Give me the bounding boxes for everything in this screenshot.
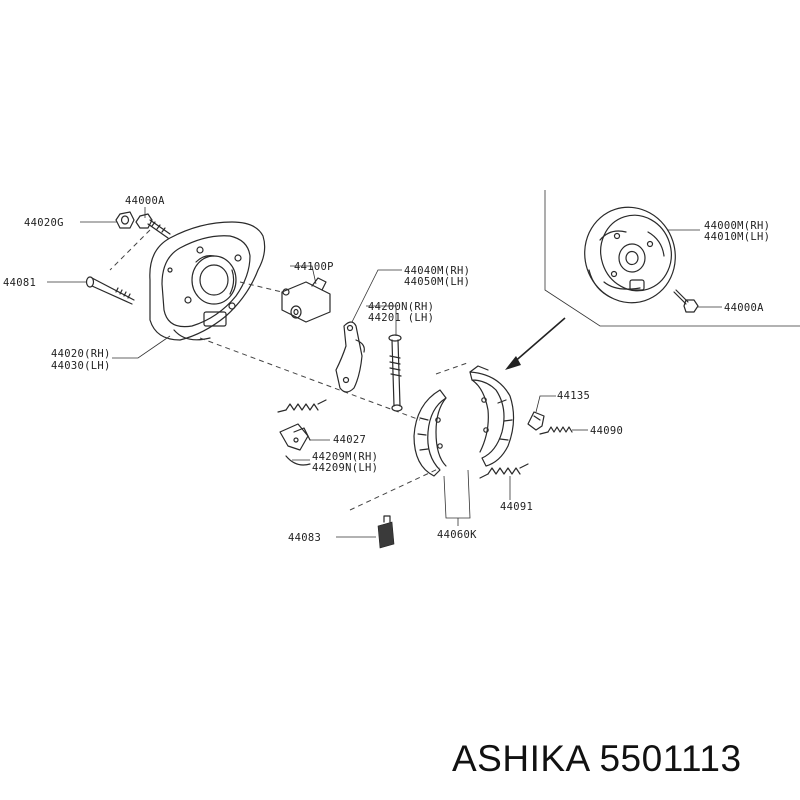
leader-44020 bbox=[112, 335, 171, 359]
leader-44135 bbox=[535, 395, 556, 413]
wheel-cylinder-44100P bbox=[281, 277, 331, 323]
axis-line-1 bbox=[109, 229, 151, 271]
axis-line-5 bbox=[435, 361, 471, 375]
lever-44040M bbox=[335, 321, 365, 393]
label-44100P: 44100P bbox=[294, 261, 334, 273]
inset-brake-assembly bbox=[584, 206, 676, 304]
label-44020G: 44020G bbox=[24, 217, 64, 229]
inset-bolt bbox=[673, 289, 699, 313]
leader-44060K bbox=[443, 469, 471, 526]
leader-44040M bbox=[351, 269, 402, 323]
label-44000A-top: 44000A bbox=[125, 195, 165, 207]
axis-line-2 bbox=[199, 337, 421, 421]
label-44083: 44083 bbox=[288, 532, 321, 544]
leader-44100P bbox=[290, 265, 317, 285]
label-44020: 44020(RH) bbox=[51, 348, 111, 360]
label-44201: 44201 (LH) bbox=[368, 312, 434, 324]
label-44040M: 44040M(RH) bbox=[404, 265, 470, 277]
bolt-44000A bbox=[135, 213, 171, 239]
brand-part-number: ASHIKA 5501113 bbox=[452, 738, 742, 780]
label-44091: 44091 bbox=[500, 501, 533, 513]
nut-44020G bbox=[115, 211, 135, 229]
label-44030: 44030(LH) bbox=[51, 360, 111, 372]
direction-arrow bbox=[505, 317, 566, 370]
spring-44091 bbox=[479, 463, 529, 479]
label-44200N: 44200N(RH) bbox=[368, 301, 434, 313]
label-44010M: 44010M(LH) bbox=[704, 231, 770, 243]
lever-44209M bbox=[279, 423, 311, 466]
label-44060K: 44060K bbox=[437, 529, 477, 541]
label-44209N: 44209N(LH) bbox=[312, 462, 378, 474]
clip-44135 bbox=[527, 411, 545, 431]
leader-44200N bbox=[366, 305, 397, 336]
brake-shoe-front bbox=[413, 389, 447, 477]
spring-44090 bbox=[539, 426, 573, 435]
label-44135: 44135 bbox=[557, 390, 590, 402]
label-44081: 44081 bbox=[3, 277, 36, 289]
label-44027: 44027 bbox=[333, 434, 366, 446]
part-number: 5501113 bbox=[599, 738, 742, 779]
spring-44027 bbox=[277, 399, 327, 413]
label-44000A-right: 44000A bbox=[724, 302, 764, 314]
adjuster-44200N bbox=[388, 334, 403, 412]
inset-frame bbox=[544, 190, 800, 327]
label-44000M: 44000M(RH) bbox=[704, 220, 770, 232]
axis-line-3 bbox=[239, 281, 283, 293]
backing-plate bbox=[149, 221, 266, 341]
label-44050M: 44050M(LH) bbox=[404, 276, 470, 288]
brake-shoe-rear bbox=[469, 365, 515, 467]
bolt-44081 bbox=[85, 276, 135, 305]
clip-44083 bbox=[377, 515, 395, 549]
label-44209M: 44209M(RH) bbox=[312, 451, 378, 463]
axis-line-4 bbox=[349, 467, 441, 511]
label-44090: 44090 bbox=[590, 425, 623, 437]
brand-name: ASHIKA bbox=[452, 738, 589, 779]
